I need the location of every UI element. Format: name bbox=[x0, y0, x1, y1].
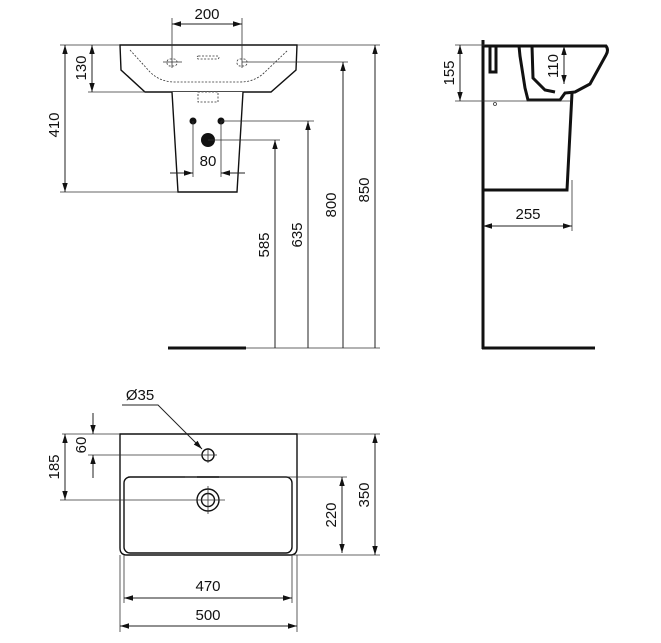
dim-overall-depth: 350 bbox=[356, 482, 373, 507]
dim-mount-depth: 155 bbox=[441, 60, 458, 85]
top-view: Ø35 60 185 220 350 470 500 bbox=[46, 387, 380, 632]
dim-bowl-width: 470 bbox=[195, 578, 220, 595]
basin-profile bbox=[483, 44, 609, 102]
dim-waste-height: 585 bbox=[256, 232, 273, 257]
dim-tap-height: 800 bbox=[323, 192, 340, 217]
side-view: 155 110 255 bbox=[441, 40, 609, 350]
front-view: 200 130 410 80 585 635 800 850 bbox=[46, 6, 380, 350]
dim-waste-offset: 185 bbox=[46, 454, 63, 479]
pedestal-profile bbox=[483, 92, 574, 192]
bowl-hidden-line bbox=[129, 49, 289, 83]
dim-overall-width: 500 bbox=[195, 607, 220, 624]
trap-hidden-line bbox=[197, 91, 219, 103]
dim-rim-height: 850 bbox=[356, 177, 373, 202]
dim-tap-hole-spacing: 200 bbox=[194, 6, 219, 23]
dim-tap-hole-diameter: Ø35 bbox=[126, 387, 154, 404]
dim-tap-hole-offset: 60 bbox=[73, 437, 90, 454]
dim-supply-spacing: 80 bbox=[200, 153, 217, 170]
dim-bowl-length: 220 bbox=[323, 502, 340, 527]
overflow-slot bbox=[196, 55, 220, 60]
dim-bowl-depth: 110 bbox=[545, 54, 562, 78]
dim-pedestal-projection: 255 bbox=[515, 206, 540, 223]
dim-supply-height: 635 bbox=[289, 222, 306, 247]
dim-basin-depth: 130 bbox=[73, 55, 90, 80]
dim-overall-height: 410 bbox=[46, 112, 63, 137]
